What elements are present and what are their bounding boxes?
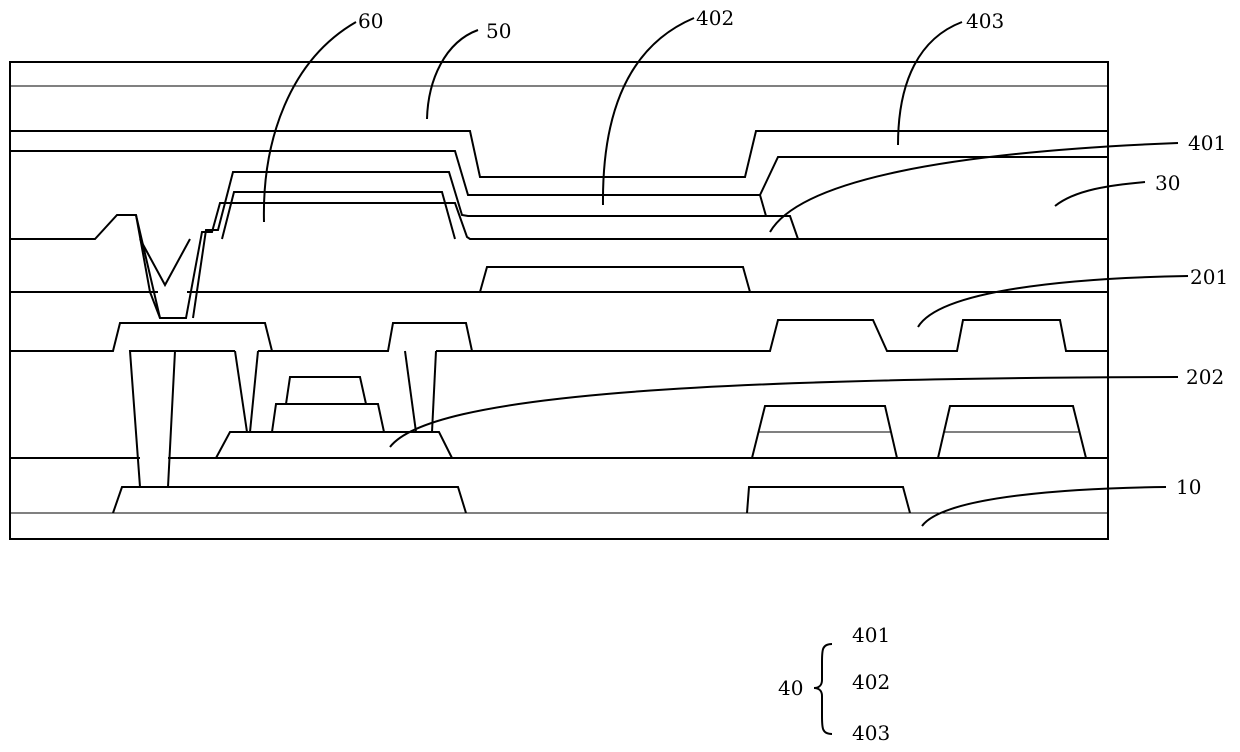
- layer-402-right: [760, 157, 1108, 195]
- legend-item-403: 403: [852, 721, 890, 745]
- label-10: 10: [1176, 475, 1201, 499]
- gate-electrode-right: [747, 487, 910, 513]
- outer-frame: [10, 62, 1108, 539]
- leader-50: [427, 30, 478, 119]
- interlayer-top-line: [10, 320, 1108, 351]
- leader-202: [390, 377, 1178, 447]
- label-401: 401: [1188, 131, 1226, 155]
- gate-electrode-left: [113, 487, 466, 513]
- layer-403: [10, 131, 1108, 177]
- leader-10: [922, 487, 1166, 526]
- via-middle-walls-b: [250, 351, 258, 432]
- label-60: 60: [358, 9, 383, 33]
- legend-group-label: 40: [778, 676, 803, 700]
- pixel-electrode-pad: [480, 267, 750, 292]
- label-202: 202: [1186, 365, 1224, 389]
- via-left-walls: [130, 351, 175, 487]
- label-402: 402: [696, 6, 734, 30]
- via-right-walls: [405, 351, 416, 432]
- leader-403: [898, 22, 962, 145]
- label-30: 30: [1155, 171, 1180, 195]
- via-right-walls-b: [432, 351, 436, 432]
- label-50: 50: [486, 19, 511, 43]
- legend-brace: [814, 644, 832, 734]
- etch-stop-lower: [272, 404, 384, 432]
- active-layer-202: [216, 432, 452, 458]
- leader-30: [1055, 182, 1145, 206]
- layer-401: [193, 172, 798, 318]
- etch-stop-upper: [286, 377, 366, 404]
- label-201: 201: [1190, 265, 1228, 289]
- electrode-60: [222, 192, 455, 239]
- legend-item-401: 401: [852, 623, 890, 647]
- label-403: 403: [966, 9, 1004, 33]
- via-middle-walls: [235, 351, 247, 432]
- planarization-top-line: [10, 203, 1108, 318]
- layer-402: [10, 151, 766, 216]
- legend-item-402: 402: [852, 670, 890, 694]
